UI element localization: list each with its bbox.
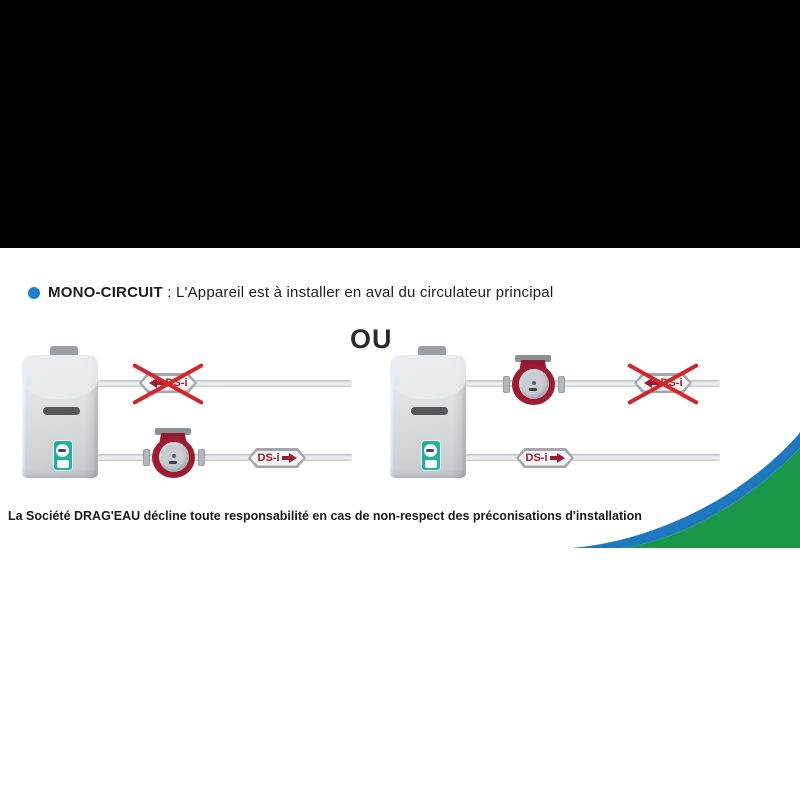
ds-i-device: DS-i xyxy=(516,448,574,468)
letterbox-black-bar xyxy=(0,0,800,248)
pump-flange xyxy=(558,376,565,393)
ds-i-label: DS-i xyxy=(257,451,280,464)
panel-display xyxy=(57,460,69,468)
heading-title: MONO-CIRCUIT xyxy=(48,284,163,301)
cross-out-icon xyxy=(130,361,206,407)
ds-i-device: DS-i xyxy=(248,448,306,468)
heading-subtitle: : L'Appareil est à installer en aval du … xyxy=(162,284,554,301)
boiler-vent-slot xyxy=(411,407,448,415)
diagram-option-1: DS-i DS-i xyxy=(22,345,354,483)
pipe xyxy=(98,454,352,461)
boiler-control-panel xyxy=(421,440,441,471)
ds-i-label: DS-i xyxy=(165,376,188,389)
pump-dash xyxy=(169,461,177,464)
ds-i-label: DS-i xyxy=(660,376,683,389)
gauge-icon xyxy=(56,444,69,457)
cross-out-icon xyxy=(625,361,701,407)
circulator-pump-icon xyxy=(503,355,565,405)
diagram-option-2: DS-i DS-i xyxy=(390,345,722,483)
pump-dot xyxy=(172,454,176,458)
flow-arrow-right-icon xyxy=(549,453,565,463)
boiler-hood xyxy=(390,355,466,399)
ds-i-device-body: DS-i xyxy=(250,450,304,466)
pipe xyxy=(98,380,352,387)
boiler-control-panel xyxy=(53,440,73,471)
gauge-needle xyxy=(426,449,434,452)
pump-flange xyxy=(503,376,510,393)
pump-dash xyxy=(529,388,537,391)
circulator-pump-icon xyxy=(143,428,205,478)
pump-flange xyxy=(143,449,150,466)
pump-plate xyxy=(515,355,551,362)
disclaimer-text: La Société DRAG'EAU décline toute respon… xyxy=(8,509,642,523)
pump-flange xyxy=(198,449,205,466)
boiler-icon xyxy=(22,355,98,478)
pipe xyxy=(466,454,720,461)
ds-i-device-body: DS-i xyxy=(518,450,572,466)
panel-display xyxy=(425,460,437,468)
boiler-icon xyxy=(390,355,466,478)
bullet-icon xyxy=(28,286,40,299)
brand-swoosh xyxy=(570,432,800,548)
boiler-hood xyxy=(22,355,98,399)
boiler-vent-slot xyxy=(43,407,80,415)
flow-arrow-right-icon xyxy=(281,453,297,463)
flow-arrow-left-icon xyxy=(148,378,164,388)
gauge-needle xyxy=(58,449,66,452)
heading: MONO-CIRCUIT : L'Appareil est à installe… xyxy=(28,284,553,301)
flow-arrow-left-icon xyxy=(643,378,659,388)
pump-dot xyxy=(532,381,536,385)
swoosh-blue-shape xyxy=(570,432,800,548)
swoosh-green-shape xyxy=(620,448,800,548)
gauge-icon xyxy=(424,444,437,457)
heading-text: MONO-CIRCUIT : L'Appareil est à installe… xyxy=(48,284,553,301)
or-label: OU xyxy=(350,324,393,354)
pipe xyxy=(466,380,720,387)
ds-i-label: DS-i xyxy=(525,451,548,464)
pump-plate xyxy=(155,428,191,435)
